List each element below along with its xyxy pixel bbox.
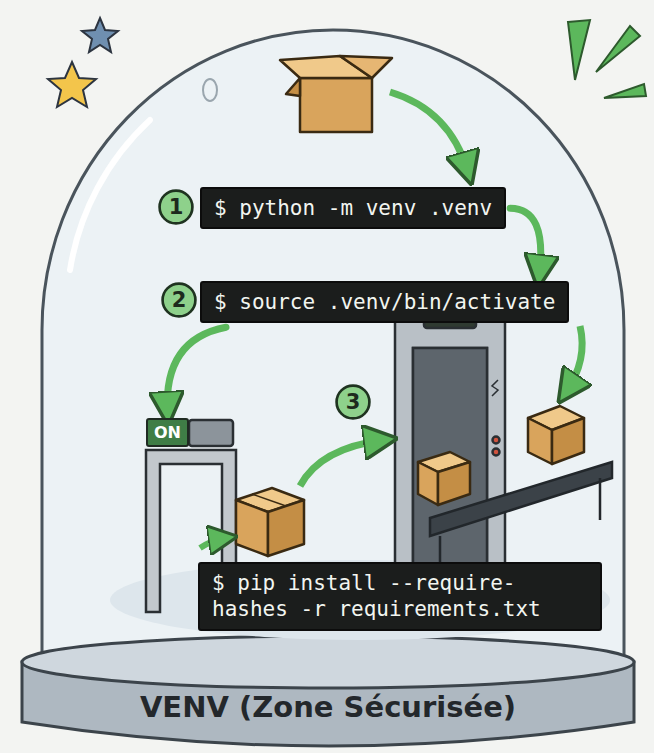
star <box>82 18 118 52</box>
node-text: $ source .venv/bin/activate <box>214 289 555 315</box>
scanner-gate <box>395 300 505 592</box>
command-box: $ source .venv/bin/activate <box>200 281 569 323</box>
command-box: $ pip install --require-hashes -r requir… <box>198 562 602 631</box>
star <box>48 62 96 107</box>
floor <box>110 560 610 640</box>
flow-arrow <box>167 327 226 412</box>
callout-number: 1 <box>158 189 194 225</box>
zone-title: VENV (Zone Sécurisée) <box>25 690 631 724</box>
node-text: $ python -m venv .venv <box>214 195 492 221</box>
package <box>528 406 584 464</box>
node-text: ON <box>154 423 181 442</box>
callout-number: 2 <box>172 288 187 312</box>
glass-highlight <box>70 120 150 270</box>
node-text: $ pip install --require-hashes -r requir… <box>212 570 588 623</box>
sparkle <box>604 84 646 98</box>
sparkle <box>596 26 640 72</box>
callout-number: 3 <box>335 384 371 420</box>
glass-highlight <box>203 79 217 101</box>
flow-arrow <box>390 92 468 172</box>
flow-arrow <box>300 440 384 486</box>
base-band: VENV (Zone Sécurisée) <box>25 690 631 724</box>
callout-number: 3 <box>346 390 361 414</box>
package <box>236 488 304 556</box>
flow-arrow <box>200 538 226 548</box>
callout-number: 1 <box>169 195 184 219</box>
flow-arrow <box>566 326 582 392</box>
flow-arrow <box>510 208 541 275</box>
package <box>418 452 470 505</box>
glass-dome <box>42 30 624 662</box>
callout-number: 2 <box>161 282 197 318</box>
switch-label: ON <box>146 418 189 447</box>
dome-base-rim <box>22 636 634 688</box>
sparkle <box>568 20 590 80</box>
command-box: $ python -m venv .venv <box>200 187 506 229</box>
cardboard-box <box>280 56 392 132</box>
